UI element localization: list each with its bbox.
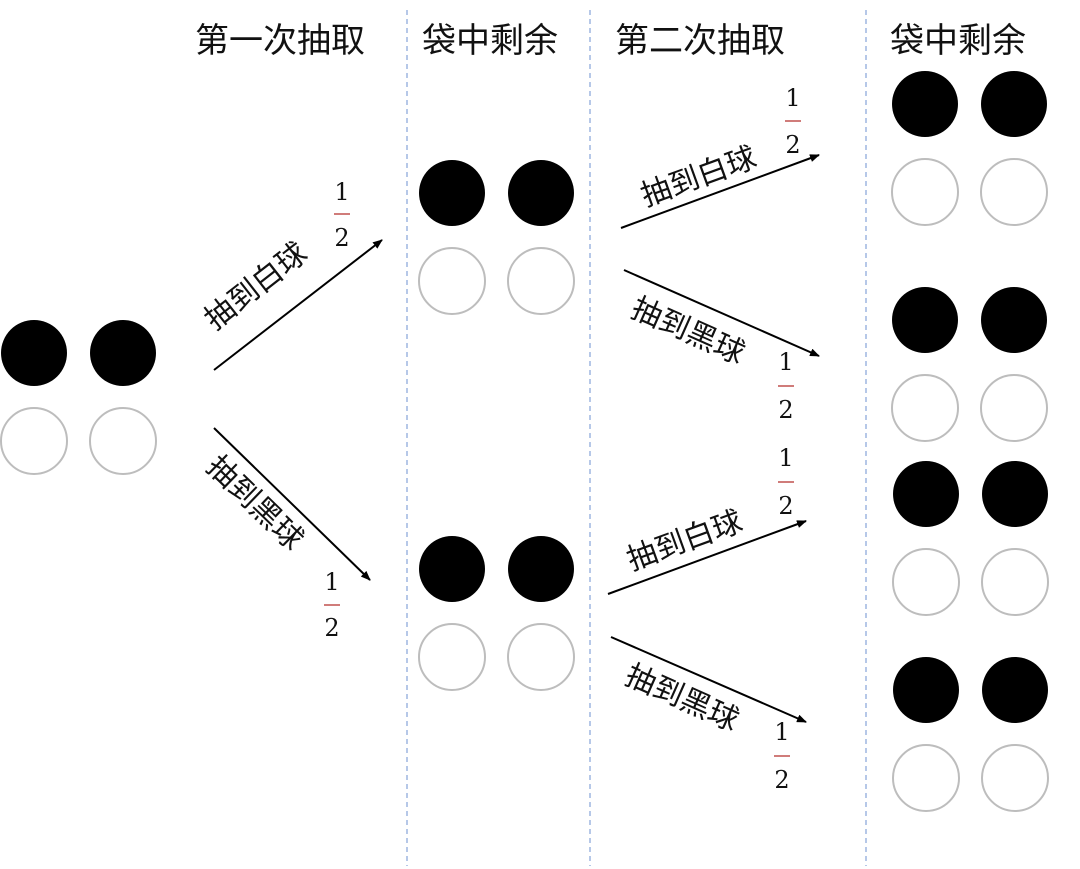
ball-group-remaining-bottom <box>418 536 575 691</box>
fraction-first-white: 1 2 <box>334 178 350 252</box>
white-ball <box>0 407 68 475</box>
fraction-second-bottom-white: 1 2 <box>778 444 794 520</box>
header-remaining-2: 袋中剩余 <box>890 21 1026 61</box>
white-ball <box>418 623 486 691</box>
white-ball <box>507 623 575 691</box>
fraction-denominator: 2 <box>778 396 793 424</box>
black-ball <box>982 461 1048 527</box>
black-ball <box>982 657 1048 723</box>
black-ball <box>893 657 959 723</box>
fraction-numerator: 1 <box>785 84 800 112</box>
ball-group-final-4 <box>892 657 1049 812</box>
white-ball <box>981 744 1049 812</box>
white-ball <box>980 374 1048 442</box>
fraction-second-top-black: 1 2 <box>778 348 794 424</box>
black-ball <box>508 536 574 602</box>
ball-group-initial <box>0 320 157 475</box>
white-ball <box>892 744 960 812</box>
white-ball <box>892 548 960 616</box>
header-first-draw: 第一次抽取 <box>195 21 365 61</box>
arrow-second-top-black <box>623 269 820 357</box>
label-second-top-white: 抽到白球 <box>636 140 761 214</box>
label-first-black: 抽到黑球 <box>199 449 310 558</box>
black-ball <box>892 287 958 353</box>
fraction-numerator: 1 <box>324 568 339 596</box>
white-ball <box>981 548 1049 616</box>
arrow-second-top-white <box>620 154 820 229</box>
label-second-top-black: 抽到黑球 <box>626 291 750 372</box>
black-ball <box>893 461 959 527</box>
fraction-numerator: 1 <box>774 718 789 746</box>
black-ball <box>419 536 485 602</box>
fraction-numerator: 1 <box>778 444 793 472</box>
fraction-second-bottom-black: 1 2 <box>774 718 790 794</box>
black-ball <box>419 160 485 226</box>
white-ball <box>980 158 1048 226</box>
fraction-denominator: 2 <box>324 614 339 642</box>
fraction-numerator: 1 <box>778 348 793 376</box>
fraction-numerator: 1 <box>334 178 349 206</box>
black-ball <box>1 320 67 386</box>
white-ball <box>891 158 959 226</box>
ball-group-final-3 <box>892 461 1049 616</box>
label-first-white: 抽到白球 <box>198 236 314 337</box>
label-second-bottom-white: 抽到白球 <box>622 504 747 578</box>
white-ball <box>89 407 157 475</box>
black-ball <box>508 160 574 226</box>
header-remaining-1: 袋中剩余 <box>422 21 558 61</box>
fraction-denominator: 2 <box>778 492 793 520</box>
arrow-first-black <box>213 427 371 581</box>
fraction-denominator: 2 <box>785 131 800 159</box>
fraction-first-black: 1 2 <box>324 568 340 642</box>
arrow-first-white <box>213 239 383 371</box>
ball-group-final-2 <box>891 287 1048 442</box>
label-second-bottom-black: 抽到黑球 <box>620 658 744 739</box>
header-second-draw: 第二次抽取 <box>615 21 785 61</box>
ball-group-final-1 <box>891 71 1048 226</box>
arrow-second-bottom-black <box>610 636 807 723</box>
arrow-second-bottom-white <box>607 520 807 595</box>
white-ball <box>507 247 575 315</box>
black-ball <box>90 320 156 386</box>
fraction-second-top-white: 1 2 <box>785 84 801 159</box>
fraction-denominator: 2 <box>334 224 349 252</box>
white-ball <box>418 247 486 315</box>
black-ball <box>981 71 1047 137</box>
ball-groups <box>0 71 1049 812</box>
white-ball <box>891 374 959 442</box>
ball-group-remaining-top <box>418 160 575 315</box>
fraction-denominator: 2 <box>774 766 789 794</box>
black-ball <box>892 71 958 137</box>
black-ball <box>981 287 1047 353</box>
